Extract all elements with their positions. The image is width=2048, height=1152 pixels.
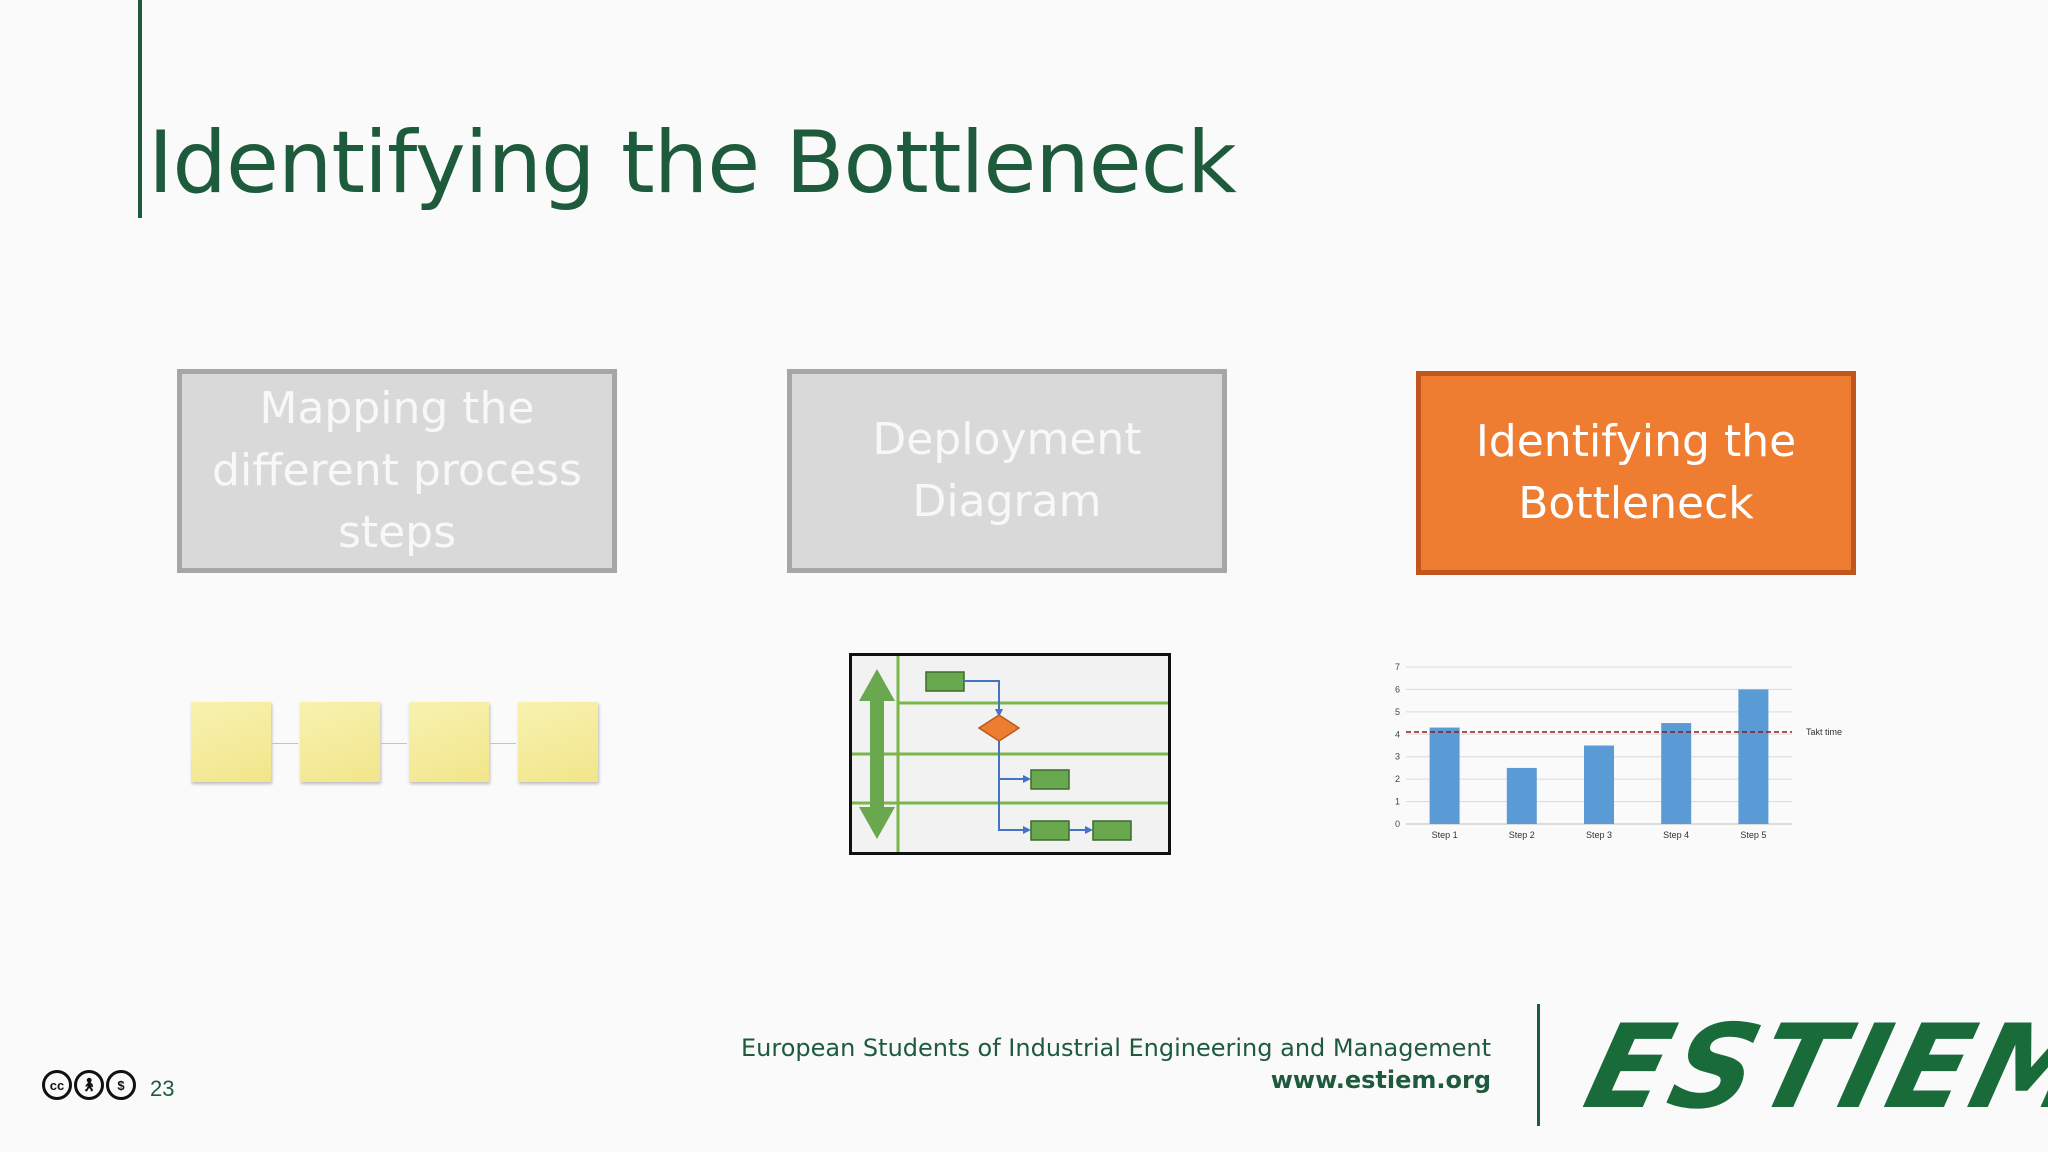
chart-bar [1661, 723, 1691, 824]
organization-name: European Students of Industrial Engineer… [741, 1034, 1491, 1062]
y-tick-label: 3 [1395, 752, 1400, 762]
takt-time-label: Takt time [1806, 727, 1842, 737]
slide-title: Identifying the Bottleneck [148, 112, 1236, 215]
process-block [1031, 821, 1069, 840]
y-tick-label: 2 [1395, 774, 1400, 784]
x-tick-label: Step 2 [1509, 830, 1535, 840]
step-box-mapping: Mapping the different process steps [177, 369, 617, 573]
process-block [926, 672, 964, 691]
step-label: Mapping the different process steps [207, 378, 587, 564]
note-connector [490, 743, 516, 744]
y-tick-label: 1 [1395, 797, 1400, 807]
page-number: 23 [150, 1076, 174, 1102]
x-tick-label: Step 1 [1432, 830, 1458, 840]
estiem-logo: ESTIEM [1576, 1010, 2048, 1126]
step-label: Identifying the Bottleneck [1446, 411, 1826, 535]
sticky-note [191, 702, 271, 782]
chart-bar [1584, 746, 1614, 825]
y-tick-label: 7 [1395, 662, 1400, 672]
person-icon: 🚶︎ [74, 1070, 104, 1100]
chart-bar [1430, 728, 1460, 824]
x-tick-label: Step 4 [1663, 830, 1689, 840]
license-icons: cc 🚶︎ $ [42, 1070, 136, 1100]
process-block [1093, 821, 1131, 840]
footer-divider [1537, 1004, 1540, 1126]
sticky-note [300, 702, 380, 782]
note-connector [272, 743, 298, 744]
step-box-deployment: Deployment Diagram [787, 369, 1227, 573]
deployment-diagram-illustration [849, 653, 1171, 855]
y-tick-label: 4 [1395, 729, 1400, 739]
x-tick-label: Step 3 [1586, 830, 1612, 840]
note-connector [381, 743, 407, 744]
chart-bar [1738, 689, 1768, 824]
title-accent-bar [138, 0, 142, 218]
cc-icon: cc [42, 1070, 72, 1100]
chart-bar [1507, 768, 1537, 824]
y-tick-label: 5 [1395, 707, 1400, 717]
website-link[interactable]: www.estiem.org [1271, 1066, 1491, 1094]
step-box-bottleneck: Identifying the Bottleneck [1416, 371, 1856, 575]
x-tick-label: Step 5 [1740, 830, 1766, 840]
y-tick-label: 0 [1395, 819, 1400, 829]
y-tick-label: 6 [1395, 684, 1400, 694]
process-block [1031, 770, 1069, 789]
dollar-crossed-icon: $ [106, 1070, 136, 1100]
sticky-note [409, 702, 489, 782]
sticky-note [518, 702, 598, 782]
step-label: Deployment Diagram [817, 409, 1197, 533]
